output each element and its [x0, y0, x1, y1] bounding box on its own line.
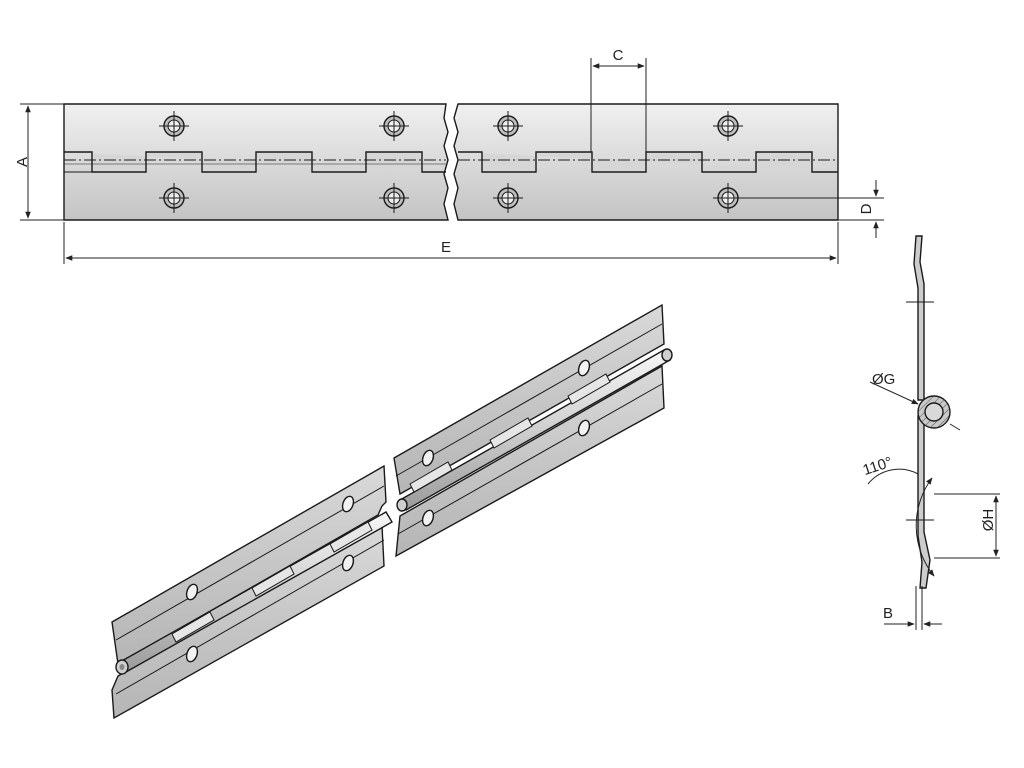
dimension-g: ØG — [869, 371, 961, 431]
isometric-left-piece — [111, 464, 393, 720]
screw-hole — [713, 111, 743, 141]
isometric-view — [111, 303, 673, 720]
hole — [421, 449, 435, 467]
front-view: A C D E — [14, 47, 884, 264]
knuckle-section — [917, 395, 951, 429]
dimension-g-label: ØG — [872, 371, 895, 388]
hole — [577, 419, 591, 437]
dimension-h-label: ØH — [980, 509, 997, 532]
screw-hole — [493, 183, 523, 213]
hole — [185, 645, 199, 663]
front-view-left-section — [63, 103, 449, 221]
screw-hole — [493, 111, 523, 141]
dimension-e: E — [63, 222, 839, 264]
dimension-angle-label: 110° — [861, 454, 895, 479]
front-view-screw-holes — [159, 111, 743, 213]
hole — [577, 359, 591, 377]
dimension-b-label: B — [883, 605, 893, 622]
dimension-a-label: A — [14, 157, 31, 167]
screw-hole — [379, 183, 409, 213]
screw-hole — [379, 111, 409, 141]
hole — [341, 495, 355, 513]
dimension-d-label: D — [858, 203, 875, 214]
screw-hole — [159, 111, 189, 141]
dimension-a: A — [14, 103, 64, 221]
dimension-h: ØH — [934, 493, 1000, 559]
hole — [421, 509, 435, 527]
dimension-c: C — [590, 47, 647, 152]
dimension-d: D — [728, 180, 884, 238]
hole — [185, 583, 199, 601]
dimension-e-label: E — [441, 239, 451, 256]
hole — [341, 554, 355, 572]
dimension-b: B — [883, 586, 942, 630]
dimension-c-label: C — [613, 47, 624, 64]
side-view: ØG 110° ØH B — [861, 235, 1000, 630]
isometric-right-piece — [393, 303, 673, 558]
front-view-right-section — [453, 103, 839, 221]
screw-hole — [159, 183, 189, 213]
